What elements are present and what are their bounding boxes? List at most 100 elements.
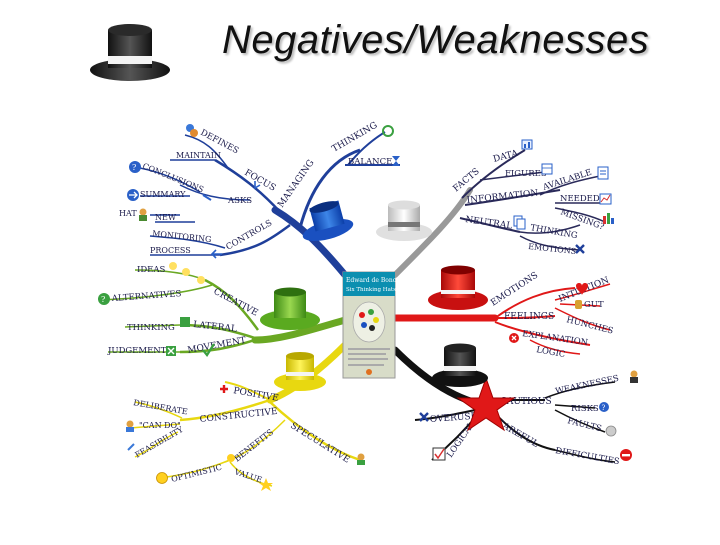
star-icon bbox=[259, 478, 273, 491]
white-label-information: INFORMATION bbox=[466, 189, 539, 206]
red-hat-icon bbox=[428, 265, 488, 310]
smiley-icon bbox=[156, 472, 168, 484]
black-label-cautious: CAUTIOUS bbox=[500, 397, 552, 407]
yellow-label-optimistic: OPTIMISTIC bbox=[170, 463, 223, 484]
plus-icon bbox=[220, 385, 228, 393]
red-label-hunches: HUNCHES bbox=[565, 315, 614, 336]
white-label-thinking: THINKING bbox=[529, 223, 578, 241]
lightbulb-icon bbox=[169, 262, 205, 284]
sad-face-icon bbox=[605, 425, 617, 437]
yellow-label-benefits: BENEFITS bbox=[233, 428, 276, 465]
white-label-needed: NEEDED bbox=[560, 194, 600, 204]
svg-text:?: ? bbox=[132, 163, 136, 172]
black-label-risks: RISKS bbox=[571, 404, 599, 414]
checklist-icon bbox=[432, 447, 446, 461]
share-icon bbox=[180, 317, 190, 327]
white-hat-branch: FACTS DATA FIGURES INFORMATION AVAILABLE… bbox=[392, 139, 614, 278]
slide-title: Negatives/Weaknesses bbox=[222, 18, 650, 62]
blue-label-asks: ASKS bbox=[227, 196, 252, 206]
line-chart-icon bbox=[599, 193, 612, 205]
green-label-thinking: THINKING bbox=[127, 323, 175, 333]
red-label-explanation: EXPLANATION bbox=[522, 329, 590, 348]
yellow-label-can-do: "CAN DO" bbox=[139, 421, 181, 430]
blue-label-maintain: MAINTAIN bbox=[176, 151, 221, 160]
blue-label-summary: SUMMARY bbox=[140, 190, 186, 199]
red-hat-branch: EMOTIONS INTUITION GUT FEELINGS HUNCHES … bbox=[391, 271, 614, 360]
highlight-star-icon bbox=[456, 376, 516, 432]
black-label-overuse: OVERUSE bbox=[430, 412, 478, 425]
red-label-gut: GUT bbox=[584, 300, 604, 310]
blue-label-monitoring: MONITORING bbox=[152, 229, 212, 244]
help-icon: ? bbox=[98, 293, 110, 305]
pencil-icon bbox=[202, 194, 212, 201]
white-label-figures: FIGURES bbox=[505, 169, 547, 179]
green-label-ideas: IDEAS bbox=[137, 265, 166, 275]
blue-label-hat: HAT bbox=[119, 209, 137, 218]
black-label-faults: FAULTS bbox=[566, 416, 602, 434]
blue-label-balance: BALANCE bbox=[348, 157, 392, 167]
recycle-icon bbox=[382, 125, 394, 137]
group-icon bbox=[126, 420, 134, 432]
green-label-creative: CREATIVE bbox=[212, 287, 260, 319]
heart-icon bbox=[576, 283, 588, 295]
black-hat-branch: CAUTIOUS WEAKNESSES RISKS FAULTS OVERUSE… bbox=[391, 346, 638, 467]
error-x-icon bbox=[509, 333, 519, 343]
yellow-label-speculative: SPECULATIVE bbox=[288, 421, 351, 465]
cancel-icon bbox=[166, 346, 176, 356]
copy-icon bbox=[513, 215, 526, 230]
list-icon bbox=[597, 166, 609, 180]
checkmark-icon bbox=[202, 343, 216, 358]
stop-icon bbox=[620, 449, 632, 461]
green-label-movement: MOVEMENT bbox=[187, 336, 247, 356]
gut-icon bbox=[575, 300, 582, 309]
close-x-icon bbox=[575, 244, 585, 254]
title-top-hat-icon bbox=[90, 24, 170, 81]
info-question-icon: ? bbox=[599, 402, 609, 412]
tool-icon bbox=[127, 443, 135, 451]
green-label-judgement: JUDGEMENT bbox=[107, 346, 167, 356]
white-label-emotions: EMOTIONS bbox=[528, 242, 577, 256]
book-author: Edward de Bono bbox=[346, 277, 397, 284]
smiling-person-icon bbox=[357, 453, 365, 465]
white-hat-icon bbox=[376, 200, 432, 241]
blue-label-process: PROCESS bbox=[150, 246, 191, 255]
blue-hat-branch: MANAGING THINKING BALANCE FOCUS DEFINES … bbox=[119, 121, 400, 279]
cross-icon bbox=[419, 412, 429, 422]
head-illustration-icon bbox=[352, 301, 386, 343]
back-arrow-icon bbox=[210, 249, 222, 259]
green-label-lateral: LATERAL bbox=[193, 320, 238, 335]
yellow-label-value: VALUE bbox=[232, 467, 263, 485]
black-hat-icon bbox=[432, 343, 488, 387]
blue-label-thinking: THINKING bbox=[331, 121, 380, 155]
book-cover: Edward de Bono Six Thinking Hats bbox=[342, 271, 397, 379]
red-label-logic: LOGIC bbox=[535, 345, 566, 360]
chart-icon bbox=[521, 139, 533, 150]
bar-chart-icon bbox=[603, 213, 614, 224]
red-label-emotions: EMOTIONS bbox=[489, 271, 540, 309]
yellow-label-positive: POSITIVE bbox=[232, 386, 279, 404]
spreadsheet-icon bbox=[541, 163, 553, 175]
green-hat-icon bbox=[260, 287, 320, 330]
green-hat-branch: IDEAS CREATIVE ALTERNATIVES LATERAL THIN… bbox=[98, 262, 349, 358]
svg-text:?: ? bbox=[602, 404, 606, 412]
down-arrow-icon bbox=[254, 181, 261, 190]
black-hat-person-icon bbox=[630, 370, 638, 383]
hourglass-icon bbox=[392, 156, 400, 166]
svg-text:?: ? bbox=[101, 295, 105, 304]
arrow-circle-icon bbox=[127, 189, 139, 201]
blue-hat-icon bbox=[302, 200, 354, 241]
people-icon bbox=[186, 124, 198, 137]
red-label-feelings: FEELINGS bbox=[504, 312, 554, 322]
yellow-label-deliberate: DELIBERATE bbox=[133, 398, 189, 416]
black-label-difficulties: DIFFICULTIES bbox=[554, 446, 620, 467]
yellow-hat-branch: POSITIVE CONSTRUCTIVE DELIBERATE "CAN DO… bbox=[126, 341, 365, 491]
book-title: Six Thinking Hats bbox=[346, 287, 396, 293]
black-label-weaknesses: WEAKNESSES bbox=[555, 374, 620, 397]
yellow-hat-icon bbox=[274, 352, 326, 391]
person-icon bbox=[139, 208, 147, 221]
sun-icon bbox=[227, 454, 235, 462]
green-label-alternatives: ALTERNATIVES bbox=[111, 289, 182, 304]
blue-label-new: NEW bbox=[155, 213, 177, 222]
question-icon: ? bbox=[129, 161, 141, 173]
